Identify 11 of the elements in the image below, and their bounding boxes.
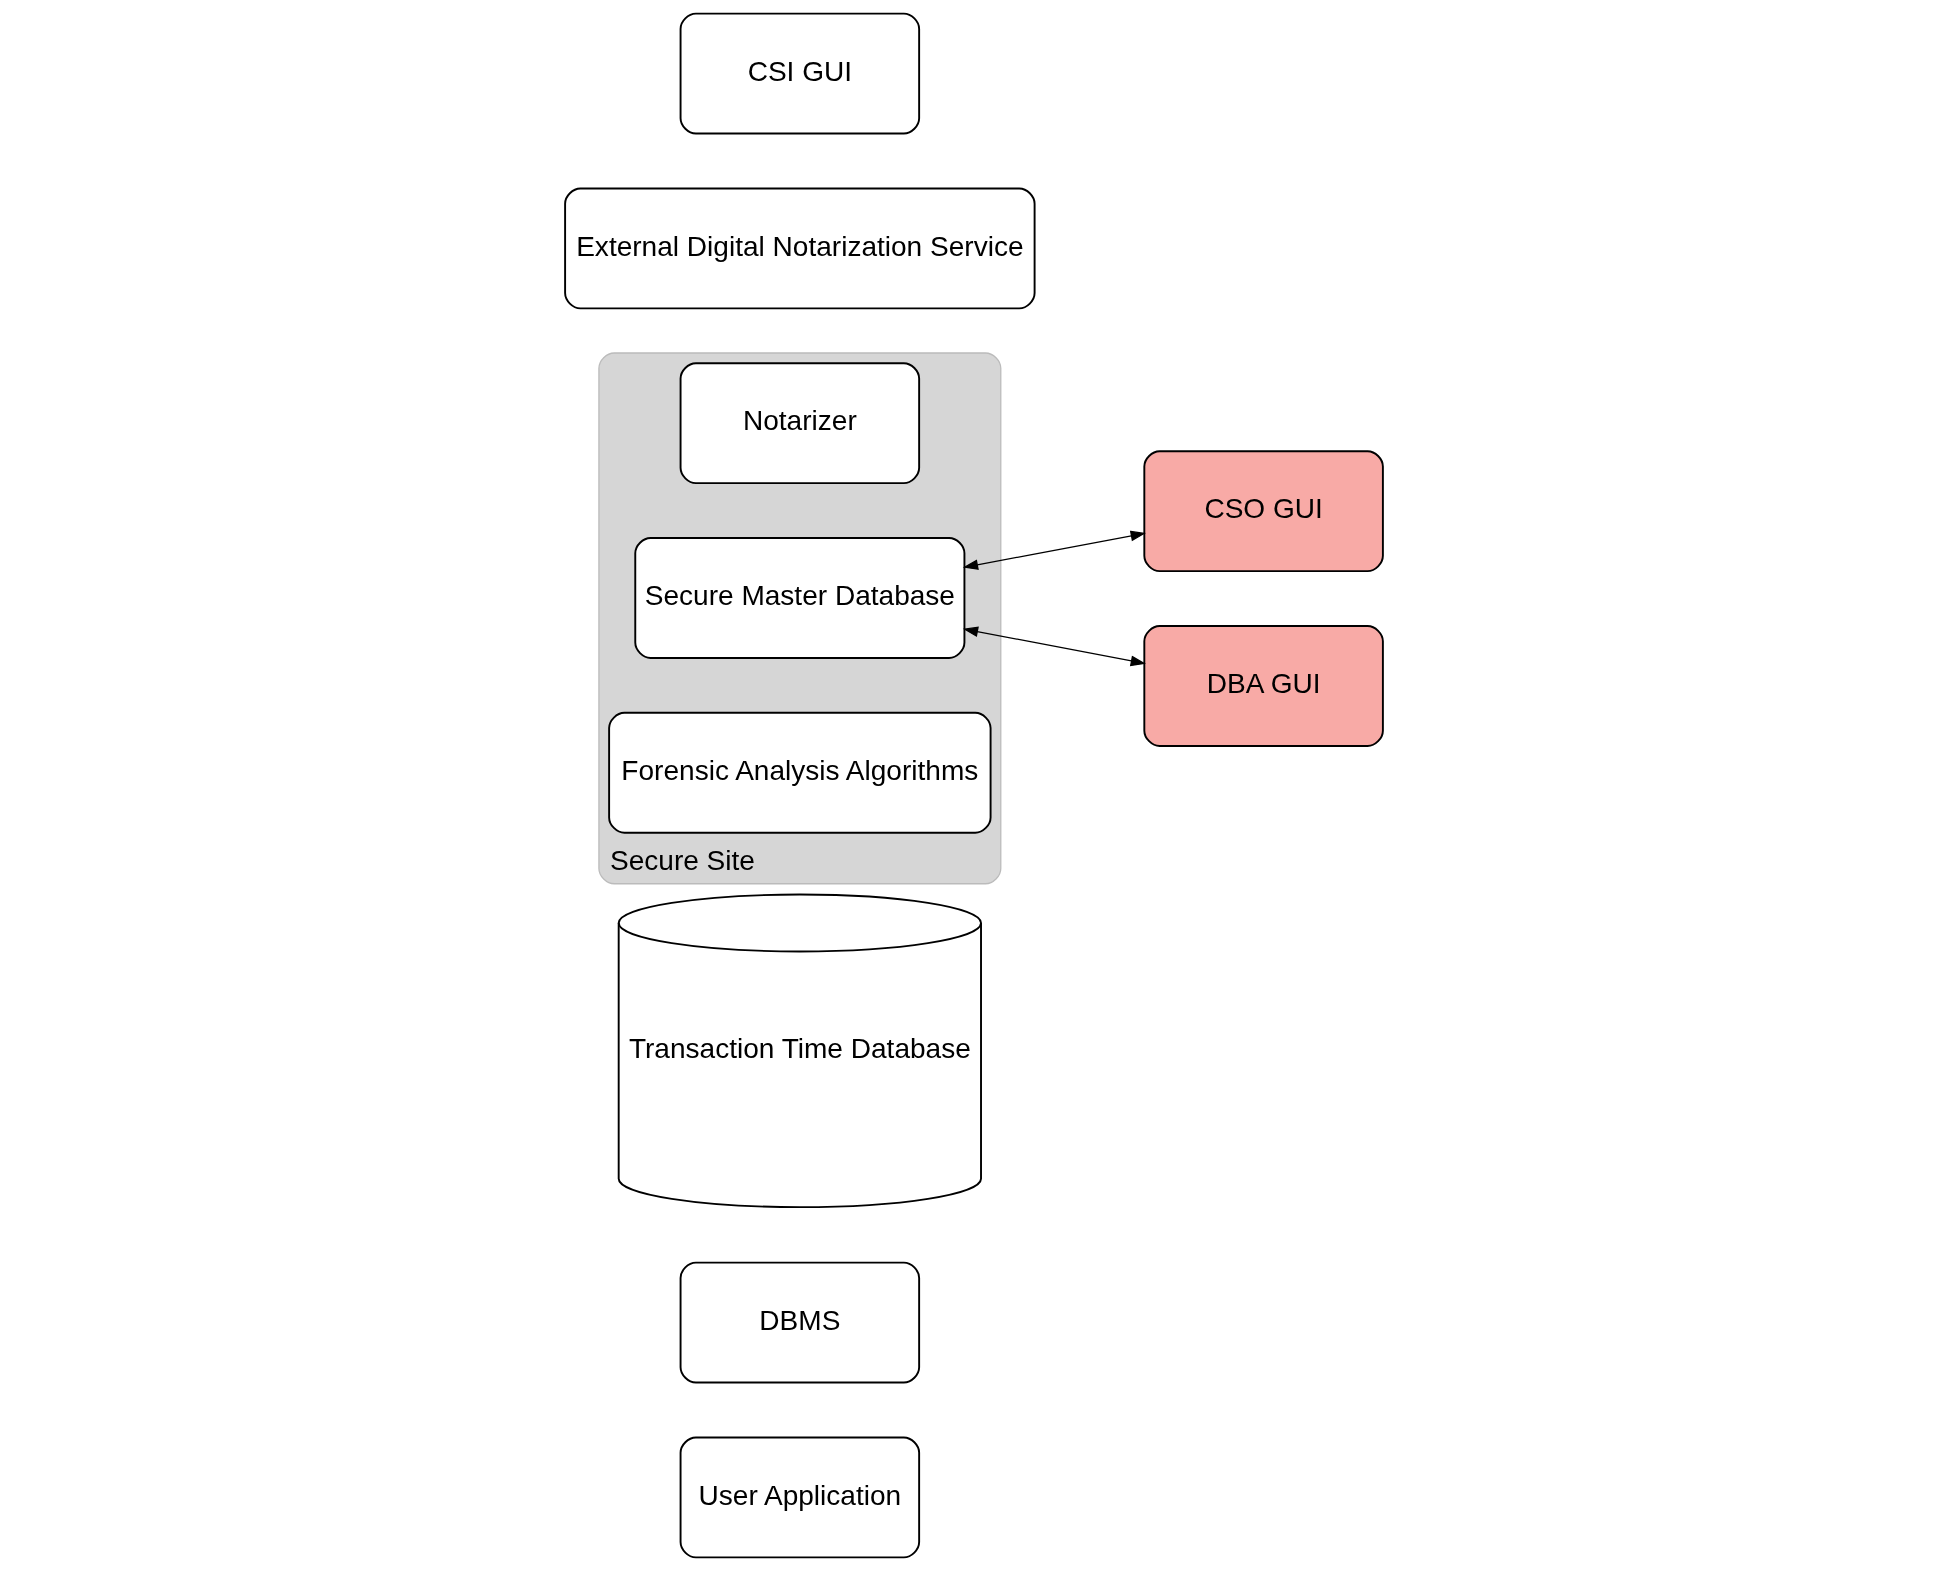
arrow — [962, 626, 1146, 667]
node-box: User Application — [679, 1436, 921, 1559]
node-box: Notarizer — [679, 362, 921, 485]
node-box: DBA GUI — [1143, 625, 1384, 747]
node-box: CSI GUI — [679, 12, 921, 135]
node-box: Secure Master Database — [634, 537, 966, 659]
node-box: External Digital Notarization Service — [564, 187, 1036, 310]
node-box: Forensic Analysis Algorithms — [608, 711, 992, 834]
arrow — [962, 530, 1146, 570]
node-box: CSO GUI — [1143, 450, 1384, 573]
node-box: DBMS — [679, 1261, 921, 1384]
